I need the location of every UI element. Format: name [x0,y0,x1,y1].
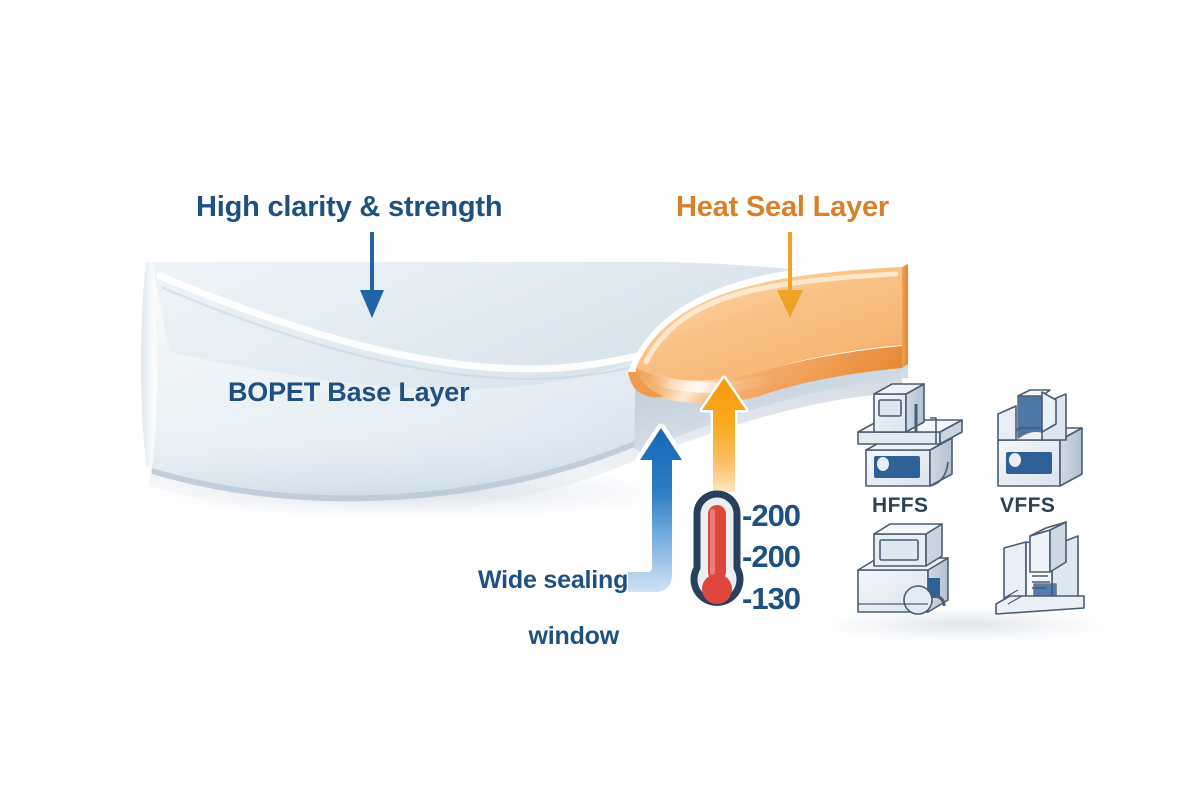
thermometer-reading-3: -130 [742,581,801,616]
label-heat-seal-layer: Heat Seal Layer [676,191,890,223]
heat-seal-top-highlight [643,271,899,365]
label-wide-sealing-line1: Wide sealing [477,566,629,594]
machine-icon-vffs [997,389,1083,487]
arrow-heat-seal-up [699,375,749,495]
thermometer-bulb [702,574,732,604]
label-wide-sealing-window: Wide sealing window [451,538,628,678]
machine-label-hffs: HFFS [872,494,929,517]
sealing-temperature-thermometer [690,490,744,606]
machine-icon-hffs [857,383,963,487]
thermometer-column-highlight [710,509,715,575]
heat-seal-left-tip [628,372,664,398]
machine-label-vffs: VFFS [1000,494,1056,517]
heat-seal-top-face [636,267,902,384]
heat-seal-front-glow [648,372,776,393]
label-wide-sealing-line2: window [528,622,620,650]
thermometer-reading-1: -200 [742,498,801,533]
thermometer-mercury-column [708,505,726,581]
arrow-high-clarity [360,232,384,318]
label-bopet-base-layer: BOPET Base Layer [228,377,470,407]
arrow-heat-seal [777,232,803,318]
machine-group-shadow [815,607,1115,643]
heat-seal-right-face [902,264,908,368]
thermometer-reading-2: -200 [742,539,801,574]
base-layer-left-edge [141,262,157,468]
machine-icon-3 [857,523,949,615]
arrow-wide-sealing [623,423,687,597]
machine-icon-4 [995,521,1085,615]
label-high-clarity-strength: High clarity & strength [196,191,503,223]
